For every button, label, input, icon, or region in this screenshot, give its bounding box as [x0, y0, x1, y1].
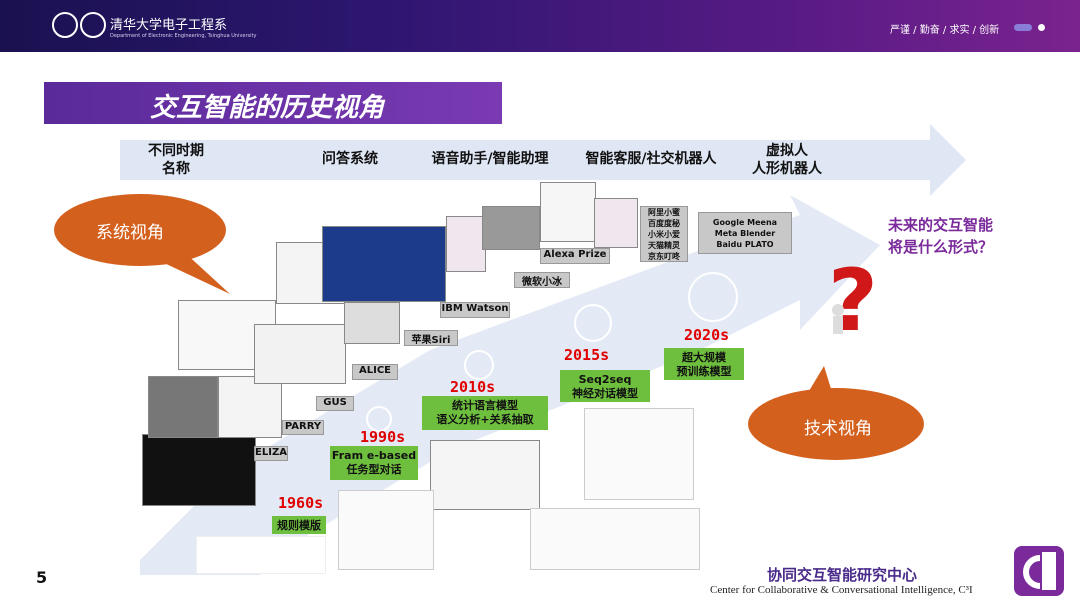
tech-seq2seq: Seq2seq 神经对话模型 [560, 370, 650, 402]
marker-circle [688, 272, 738, 322]
timeline-arrow [120, 124, 966, 196]
page-number: 5 [36, 568, 48, 587]
label-alexa: Alexa Prize [540, 248, 610, 264]
weizenbaum-photo [148, 376, 218, 438]
xiaoice-avatar [446, 216, 486, 272]
stage-virtual-human: 虚拟人 人形机器人 [752, 143, 822, 177]
xiaoice-girl-thumbnail [594, 198, 638, 248]
slide-title: 交互智能的历史视角 [150, 93, 385, 123]
label-siri: 苹果Siri [404, 330, 458, 346]
label-alice: ALICE [352, 364, 398, 380]
marker-circle [574, 304, 612, 342]
speech-bubble-left [54, 194, 230, 294]
rule-template-example [196, 536, 326, 574]
watson-jeopardy-photo [322, 226, 446, 302]
flowchart-thumbnail [338, 490, 434, 570]
motto: 严谨 / 勤奋 / 求实 / 创新 [890, 25, 1000, 36]
eliza-terminal-thumbnail [142, 434, 256, 506]
timeline-period-label: 不同时期 名称 [148, 143, 204, 177]
alexa-phone-thumbnail [540, 182, 596, 242]
label-eliza: ELIZA [254, 446, 288, 461]
system-view-label: 系统视角 [96, 223, 164, 243]
tech-pretrain: 超大规模 预训练模型 [664, 348, 744, 380]
question-mark-figure-icon: ? [828, 251, 878, 340]
echo-device-photo [482, 206, 540, 250]
label-gus: GUS [316, 396, 354, 411]
stage-qa: 问答系统 [322, 151, 378, 167]
tech-rule-template: 规则模版 [272, 516, 326, 534]
marker-circle [366, 406, 392, 432]
stage-assistant: 语音助手/智能助理 [431, 151, 549, 167]
year-1960s: 1960s [278, 494, 324, 512]
future-question: 未来的交互智能 将是什么形式？ [888, 214, 993, 258]
label-watson: IBM Watson [440, 302, 510, 318]
future-line-1: 未来的交互智能 [888, 216, 994, 234]
stage-social-bot: 智能客服/社交机器人 [585, 151, 717, 167]
label-parry: PARRY [282, 420, 324, 435]
center-name-cn: 协同交互智能研究中心 [767, 566, 918, 584]
year-2020s: 2020s [684, 326, 730, 344]
dot-icon [1038, 24, 1045, 31]
year-2010s: 2010s [450, 378, 496, 396]
department-subtitle: Department of Electronic Engineering, Ts… [110, 33, 257, 39]
siri-screen-thumbnail [254, 324, 346, 384]
year-1990s: 1990s [360, 428, 406, 446]
label-xiaoice: 微软小冰 [514, 272, 570, 288]
department-name: 清华大学电子工程系 [110, 18, 228, 33]
lstm-diagram-thumbnail [530, 508, 700, 570]
center-name-en: Center for Collaborative & Conversationa… [710, 584, 973, 596]
marker-circle [464, 350, 494, 380]
tech-view-label: 技术视角 [804, 419, 872, 439]
tech-statistical: 统计语言模型 语义分析+关系抽取 [422, 396, 548, 430]
seq2seq-diagram-thumbnail [584, 408, 694, 500]
frame-diagram-thumbnail [430, 440, 540, 510]
toggle-pill-icon [1014, 24, 1032, 31]
weather-widget-thumbnail [344, 302, 400, 344]
year-2015s: 2015s [564, 346, 610, 364]
future-line-2: 将是什么形式？ [888, 238, 994, 256]
label-meena: Google Meena Meta Blender Baidu PLATO [698, 212, 792, 254]
header-bar [0, 0, 1080, 52]
title-bar [44, 82, 502, 124]
tech-frame-based: Fram e-based 任务型对话 [330, 446, 418, 480]
speech-bubble-right [748, 366, 924, 460]
eliza-dialog-thumbnail [218, 376, 282, 438]
c3i-logo-icon [1014, 546, 1064, 596]
tsinghua-seal-icon [52, 12, 78, 38]
department-seal-icon [80, 12, 106, 38]
label-cn-assistants: 阿里小蜜 百度度秘 小米小爱 天猫精灵 京东叮咚 [640, 206, 688, 262]
